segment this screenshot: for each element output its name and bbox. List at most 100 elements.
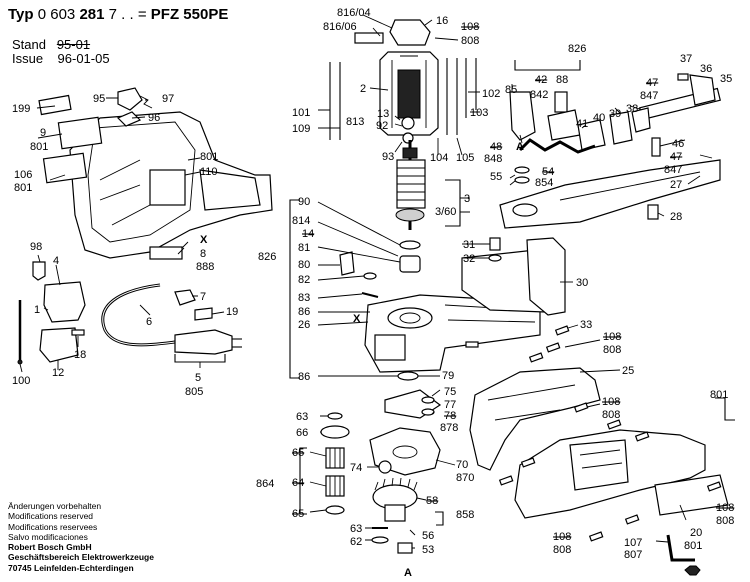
label-808a: 808 bbox=[461, 35, 479, 47]
label-2: 2 bbox=[360, 83, 366, 95]
disc-66 bbox=[320, 425, 350, 439]
label-28: 28 bbox=[670, 211, 682, 223]
label-842: 842 bbox=[530, 89, 548, 101]
stand-label: Stand bbox=[12, 37, 46, 52]
company-address: 70745 Leinfelden-Echterdingen bbox=[8, 562, 134, 573]
label-108b: 108 bbox=[603, 331, 621, 343]
label-16: 16 bbox=[436, 15, 448, 27]
label-82: 82 bbox=[298, 274, 310, 286]
label-12: 12 bbox=[52, 367, 64, 379]
switch-12 bbox=[39, 327, 79, 363]
label-858: 858 bbox=[456, 509, 474, 521]
washer-63 bbox=[327, 412, 343, 420]
bracket-826-top bbox=[514, 60, 581, 71]
label-826a: 826 bbox=[568, 43, 586, 55]
label-106: 106 bbox=[14, 169, 32, 181]
bearing-81 bbox=[399, 255, 421, 273]
label-805: 805 bbox=[185, 386, 203, 398]
label-75: 75 bbox=[444, 386, 456, 398]
label-14: 14 bbox=[302, 228, 314, 240]
label-807: 807 bbox=[624, 549, 642, 561]
bracket-3 bbox=[445, 179, 461, 227]
label-816-06: 816/06 bbox=[323, 21, 357, 33]
label-108a: 108 bbox=[461, 21, 479, 33]
label-4: 4 bbox=[53, 255, 59, 267]
label-62: 62 bbox=[350, 536, 362, 548]
label-19: 19 bbox=[226, 306, 238, 318]
guide-plate-30 bbox=[461, 237, 566, 316]
spring-97 bbox=[139, 95, 153, 109]
label-104: 104 bbox=[430, 152, 448, 164]
label-801a: 801 bbox=[30, 141, 48, 153]
bearing-13 bbox=[401, 116, 415, 130]
typ-suffix: 7 . . = bbox=[108, 6, 147, 23]
label-107: 107 bbox=[624, 537, 642, 549]
label-3-60: 3/60 bbox=[435, 206, 456, 218]
adjuster-95 bbox=[117, 87, 143, 111]
screw-28 bbox=[647, 204, 659, 220]
label-70: 70 bbox=[456, 459, 468, 471]
chain-48 bbox=[518, 138, 596, 154]
label-100: 100 bbox=[12, 375, 30, 387]
label-74: 74 bbox=[350, 462, 362, 474]
label-801e: 801 bbox=[684, 540, 702, 552]
label-95: 95 bbox=[93, 93, 105, 105]
label-31: 31 bbox=[463, 239, 475, 251]
label-105: 105 bbox=[456, 152, 474, 164]
part-80 bbox=[339, 251, 355, 276]
label-38: 38 bbox=[626, 103, 638, 115]
label-54: 54 bbox=[542, 166, 554, 178]
label-x1: X bbox=[200, 234, 208, 246]
drive-gear-58 bbox=[372, 477, 418, 522]
spring-88 bbox=[554, 91, 568, 113]
pin-83 bbox=[361, 292, 379, 298]
label-plate-9 bbox=[57, 116, 103, 150]
screws-108 bbox=[465, 325, 722, 542]
footer-line: Modifications reserved bbox=[8, 511, 94, 522]
label-30: 30 bbox=[576, 277, 588, 289]
hex-key-107 bbox=[666, 534, 695, 562]
label-870: 870 bbox=[456, 472, 474, 484]
washer-82 bbox=[363, 272, 377, 280]
label-plate-106 bbox=[42, 152, 88, 184]
part-36 bbox=[689, 74, 716, 106]
label-25: 25 bbox=[622, 365, 634, 377]
stand-value: 95-01 bbox=[56, 37, 91, 52]
label-35: 35 bbox=[720, 73, 732, 85]
label-8: 8 bbox=[200, 248, 206, 260]
label-108d: 108 bbox=[553, 531, 571, 543]
label-79: 79 bbox=[442, 370, 454, 382]
label-854: 854 bbox=[535, 177, 553, 189]
label-36: 36 bbox=[700, 63, 712, 75]
power-cable-6 bbox=[101, 283, 176, 347]
label-20: 20 bbox=[690, 527, 702, 539]
hex-key-tip bbox=[684, 565, 701, 576]
label-37: 37 bbox=[680, 53, 692, 65]
label-33: 33 bbox=[580, 319, 592, 331]
needle-bearings-64 bbox=[325, 447, 345, 515]
switch-4 bbox=[43, 281, 86, 323]
label-a1: A bbox=[516, 141, 524, 153]
label-53: 53 bbox=[422, 544, 434, 556]
left-housing-shell bbox=[69, 111, 273, 259]
typ-bold: 281 bbox=[79, 6, 105, 23]
stand-line: Stand 95-01 bbox=[12, 37, 90, 52]
label-878: 878 bbox=[440, 422, 458, 434]
label-78: 78 bbox=[444, 410, 456, 422]
plate-8 bbox=[149, 246, 183, 260]
label-27: 27 bbox=[670, 179, 682, 191]
label-96: 96 bbox=[148, 112, 160, 124]
label-x2: X bbox=[353, 313, 361, 325]
label-1: 1 bbox=[34, 304, 40, 316]
washer-32 bbox=[488, 254, 502, 262]
label-66: 66 bbox=[296, 427, 308, 439]
clip-96 bbox=[116, 111, 142, 127]
part-98 bbox=[32, 261, 46, 281]
label-5: 5 bbox=[195, 372, 201, 384]
clamp-19 bbox=[194, 307, 213, 321]
label-97: 97 bbox=[162, 93, 174, 105]
label-847b: 847 bbox=[664, 164, 682, 176]
leader-lines bbox=[19, 14, 713, 549]
washer-90 bbox=[399, 240, 421, 250]
